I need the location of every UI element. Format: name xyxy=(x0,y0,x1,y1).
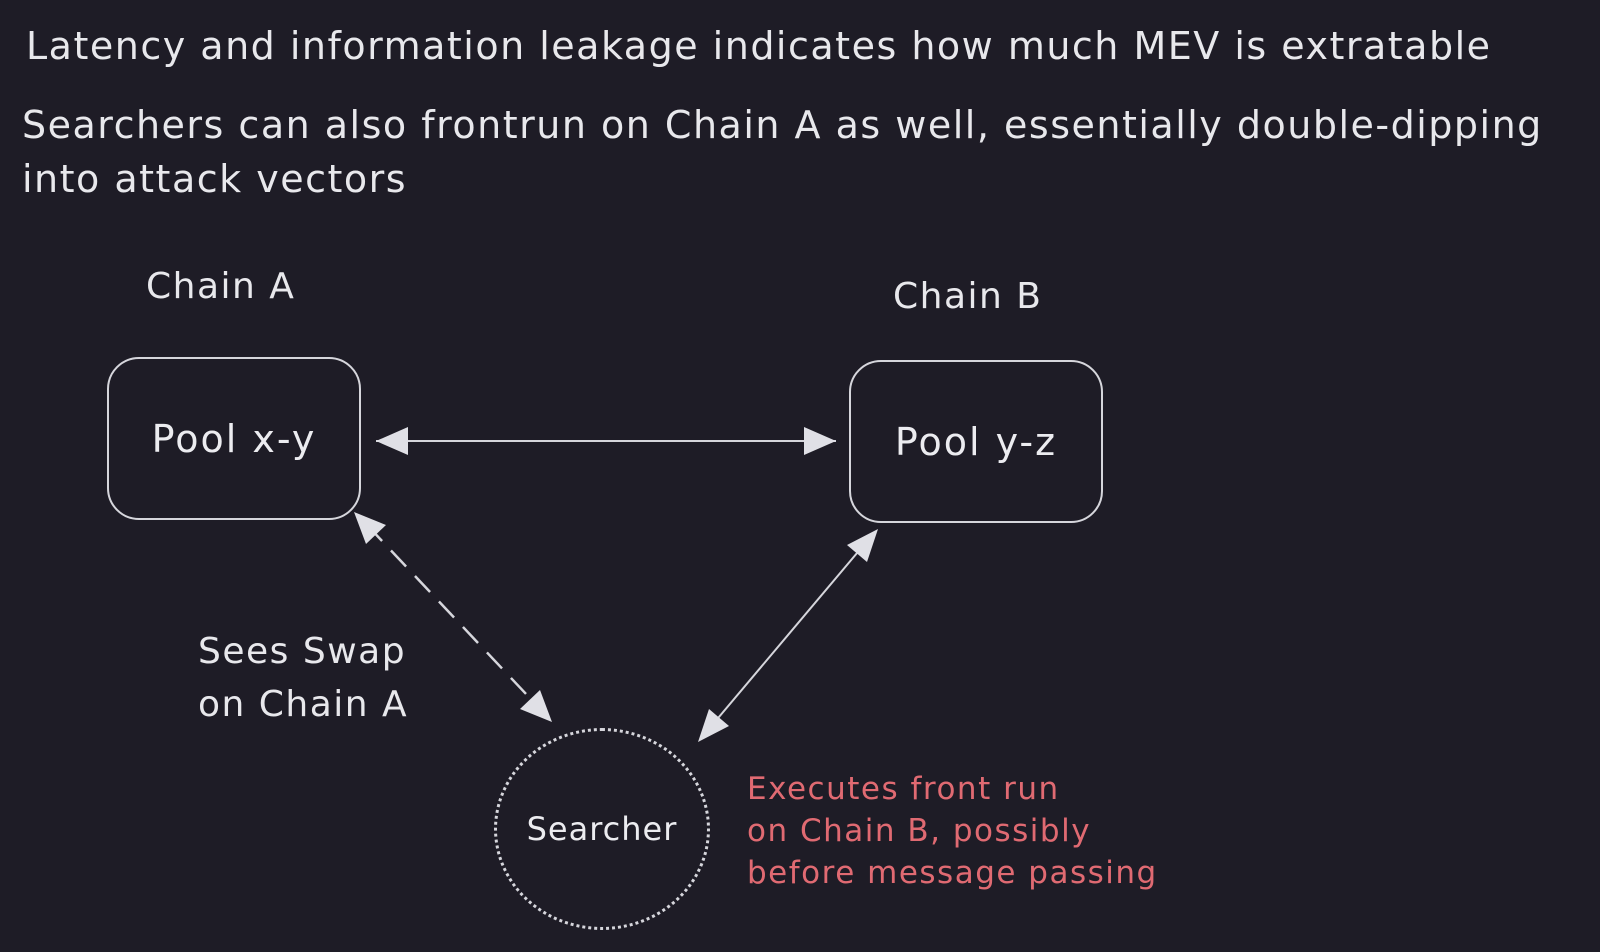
sees-swap-arrow-head-top xyxy=(354,512,386,544)
pool-x-y-node: Pool x-y xyxy=(107,357,361,520)
pool-x-y-label: Pool x-y xyxy=(151,416,317,461)
pool-y-z-node: Pool y-z xyxy=(849,360,1103,523)
frontrun-arrow-head-top xyxy=(847,529,878,562)
pool-link-arrow-left-head xyxy=(376,427,408,455)
sees-swap-arrow-head-bottom xyxy=(520,690,552,722)
sees-swap-annotation-line-1: Sees Swap xyxy=(198,631,407,672)
subheading-line-1: Searchers can also frontrun on Chain A a… xyxy=(22,103,1543,147)
frontrun-arrow xyxy=(707,539,869,731)
subheading-line-2: into attack vectors xyxy=(22,157,408,201)
pool-y-z-label: Pool y-z xyxy=(894,419,1058,464)
chain-b-label: Chain B xyxy=(893,276,1043,317)
executes-annotation-line-1: Executes front run xyxy=(747,771,1060,807)
pool-link-arrow-right-head xyxy=(804,427,836,455)
executes-annotation-line-2: on Chain B, possibly xyxy=(747,813,1092,849)
searcher-label: Searcher xyxy=(526,810,678,848)
frontrun-arrow-head-bottom xyxy=(698,709,729,742)
chain-a-label: Chain A xyxy=(146,266,296,307)
sees-swap-annotation-line-2: on Chain A xyxy=(198,684,409,725)
executes-annotation-line-3: before message passing xyxy=(747,855,1158,891)
page-heading: Latency and information leakage indicate… xyxy=(26,24,1492,68)
searcher-node: Searcher xyxy=(494,728,710,930)
